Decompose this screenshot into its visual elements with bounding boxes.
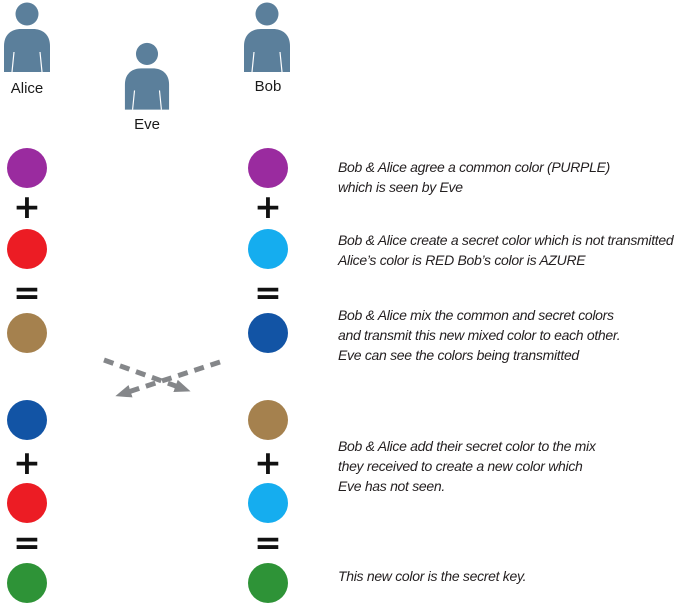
equals-icon: = — [254, 273, 282, 312]
plus-icon: + — [254, 187, 282, 226]
bob-common-color-circle — [248, 148, 288, 188]
annotation-mix-and-transmit: Bob & Alice mix the common and secret co… — [338, 305, 621, 365]
plus-icon: + — [13, 443, 41, 482]
eve-person-icon — [123, 42, 171, 115]
plus-icon: + — [254, 443, 282, 482]
plus-icon: + — [13, 187, 41, 226]
annotation-agree-common-color: Bob & Alice agree a common color (PURPLE… — [338, 157, 610, 197]
bob-secret-color-circle — [248, 229, 288, 269]
bob-person-icon — [242, 2, 292, 77]
alice-secret-color-circle — [7, 229, 47, 269]
equals-icon: = — [254, 523, 282, 562]
bob-mixed-color-circle — [248, 313, 288, 353]
bob-secret-color-circle-2 — [248, 483, 288, 523]
annotation-line: Bob & Alice add their secret color to th… — [338, 438, 596, 454]
bob-received-color-circle — [248, 400, 288, 440]
annotation-secret-key: This new color is the secret key. — [338, 566, 527, 586]
annotation-line: which is seen by Eve — [338, 179, 463, 195]
alice-mixed-color-circle — [7, 313, 47, 353]
annotation-line: This new color is the secret key. — [338, 568, 527, 584]
alice-label: Alice — [10, 80, 44, 97]
annotation-line: they received to create a new color whic… — [338, 458, 583, 474]
alice-secret-color-circle-2 — [7, 483, 47, 523]
exchange-arrows-icon — [92, 352, 232, 415]
alice-person-icon — [2, 2, 52, 77]
eve-label: Eve — [134, 116, 160, 133]
annotation-line: and transmit this new mixed color to eac… — [338, 327, 621, 343]
bob-secret-key-circle — [248, 563, 288, 603]
annotation-line: Bob & Alice agree a common color (PURPLE… — [338, 159, 610, 175]
annotation-line: Eve can see the colors being transmitted — [338, 347, 579, 363]
annotation-create-secret-color: Bob & Alice create a secret color which … — [338, 230, 674, 270]
equals-icon: = — [13, 273, 41, 312]
alice-secret-key-circle — [7, 563, 47, 603]
annotation-line: Bob & Alice mix the common and secret co… — [338, 307, 614, 323]
annotation-line: Eve has not seen. — [338, 478, 445, 494]
alice-received-color-circle — [7, 400, 47, 440]
annotation-line: Alice’s color is RED Bob’s color is AZUR… — [338, 252, 586, 268]
equals-icon: = — [13, 523, 41, 562]
alice-common-color-circle — [7, 148, 47, 188]
annotation-add-secret-to-mix: Bob & Alice add their secret color to th… — [338, 436, 596, 496]
bob-label: Bob — [254, 78, 282, 95]
annotation-line: Bob & Alice create a secret color which … — [338, 232, 674, 248]
